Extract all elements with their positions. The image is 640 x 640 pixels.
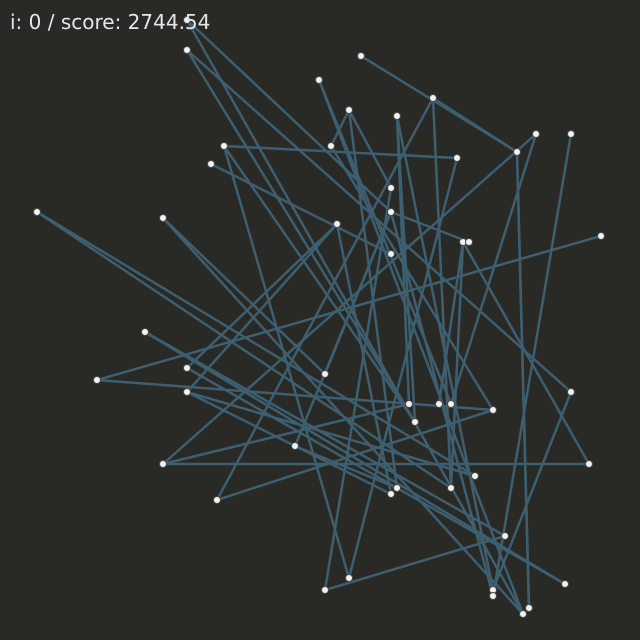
graph-node: [321, 586, 329, 594]
graph-edge: [161, 402, 411, 466]
graph-node: [159, 460, 167, 468]
graph-edge: [329, 108, 351, 148]
graph-node: [393, 484, 401, 492]
graph-edge: [185, 48, 417, 424]
graph-node: [93, 376, 101, 384]
graph-edge: [347, 156, 459, 580]
graph-node: [327, 142, 335, 150]
graph-edge: [323, 210, 393, 376]
graph-node: [453, 154, 461, 162]
graph-node: [513, 148, 521, 156]
graph-node: [393, 112, 401, 120]
graph-node: [387, 490, 395, 498]
graph-edge: [335, 222, 393, 496]
graph-node: [585, 460, 593, 468]
graph-node: [207, 160, 215, 168]
graph-edge: [347, 108, 393, 190]
graph-node: [519, 610, 527, 618]
graph-edge: [317, 78, 453, 406]
graph-node: [315, 76, 323, 84]
node-layer: [33, 16, 605, 618]
graph-edge: [395, 114, 417, 424]
graph-edge: [185, 48, 573, 394]
graph-node: [429, 94, 437, 102]
graph-node: [183, 16, 191, 24]
graph-edge: [161, 132, 538, 466]
graph-edge: [209, 162, 393, 256]
graph-edge: [35, 210, 453, 490]
graph-node: [532, 130, 540, 138]
graph-node: [213, 496, 221, 504]
graph-node: [525, 604, 533, 612]
graph-node: [447, 484, 455, 492]
graph-node: [411, 418, 419, 426]
graph-node: [405, 400, 413, 408]
graph-node: [435, 400, 443, 408]
graph-node: [489, 592, 497, 600]
graph-node: [321, 370, 329, 378]
graph-edge: [185, 366, 567, 586]
graph-node: [333, 220, 341, 228]
graph-edge: [329, 144, 495, 412]
graph-edge: [317, 78, 525, 616]
graph-node: [567, 130, 575, 138]
graph-node: [357, 52, 365, 60]
graph-edge: [95, 378, 495, 412]
graph-node: [471, 472, 479, 480]
graph-node: [387, 208, 395, 216]
graph-edge: [395, 114, 495, 592]
graph-edge: [461, 240, 591, 466]
graph-node: [220, 142, 228, 150]
graph-edge: [437, 240, 465, 406]
graph-edge: [143, 330, 567, 586]
graph-edge: [215, 96, 435, 502]
graph-edge: [161, 216, 327, 376]
graph-node: [387, 250, 395, 258]
graph-node: [567, 388, 575, 396]
graph-node: [465, 238, 473, 246]
graph-node: [387, 184, 395, 192]
graph-node: [183, 388, 191, 396]
graph-edge: [185, 222, 339, 394]
graph-edge: [185, 390, 393, 496]
status-text: i: 0 / score: 2744.54: [10, 10, 211, 34]
graph-edge: [431, 96, 519, 154]
graph-edge: [185, 222, 339, 370]
graph-node: [489, 406, 497, 414]
graph-edge: [222, 144, 459, 160]
graph-node: [183, 364, 191, 372]
graph-node: [345, 574, 353, 582]
graph-node: [597, 232, 605, 240]
graph-edge: [515, 150, 531, 610]
graph-edge: [143, 330, 507, 538]
graph-node: [345, 106, 353, 114]
edge-layer: [35, 18, 603, 616]
graph-node: [447, 400, 455, 408]
graph-edge: [449, 132, 538, 406]
graph-edge: [323, 534, 507, 592]
graph-edge: [293, 444, 399, 490]
graph-node: [291, 442, 299, 450]
graph-edge: [35, 210, 477, 478]
graph-node: [501, 532, 509, 540]
graph-edge: [222, 144, 417, 424]
graph-node: [561, 580, 569, 588]
graph-edge: [185, 18, 525, 616]
graph-edge: [491, 390, 573, 592]
graph-node: [183, 46, 191, 54]
graph-node: [141, 328, 149, 336]
graph-edge: [323, 186, 393, 592]
graph-node: [33, 208, 41, 216]
graph-edge: [185, 390, 477, 478]
graph-node: [159, 214, 167, 222]
